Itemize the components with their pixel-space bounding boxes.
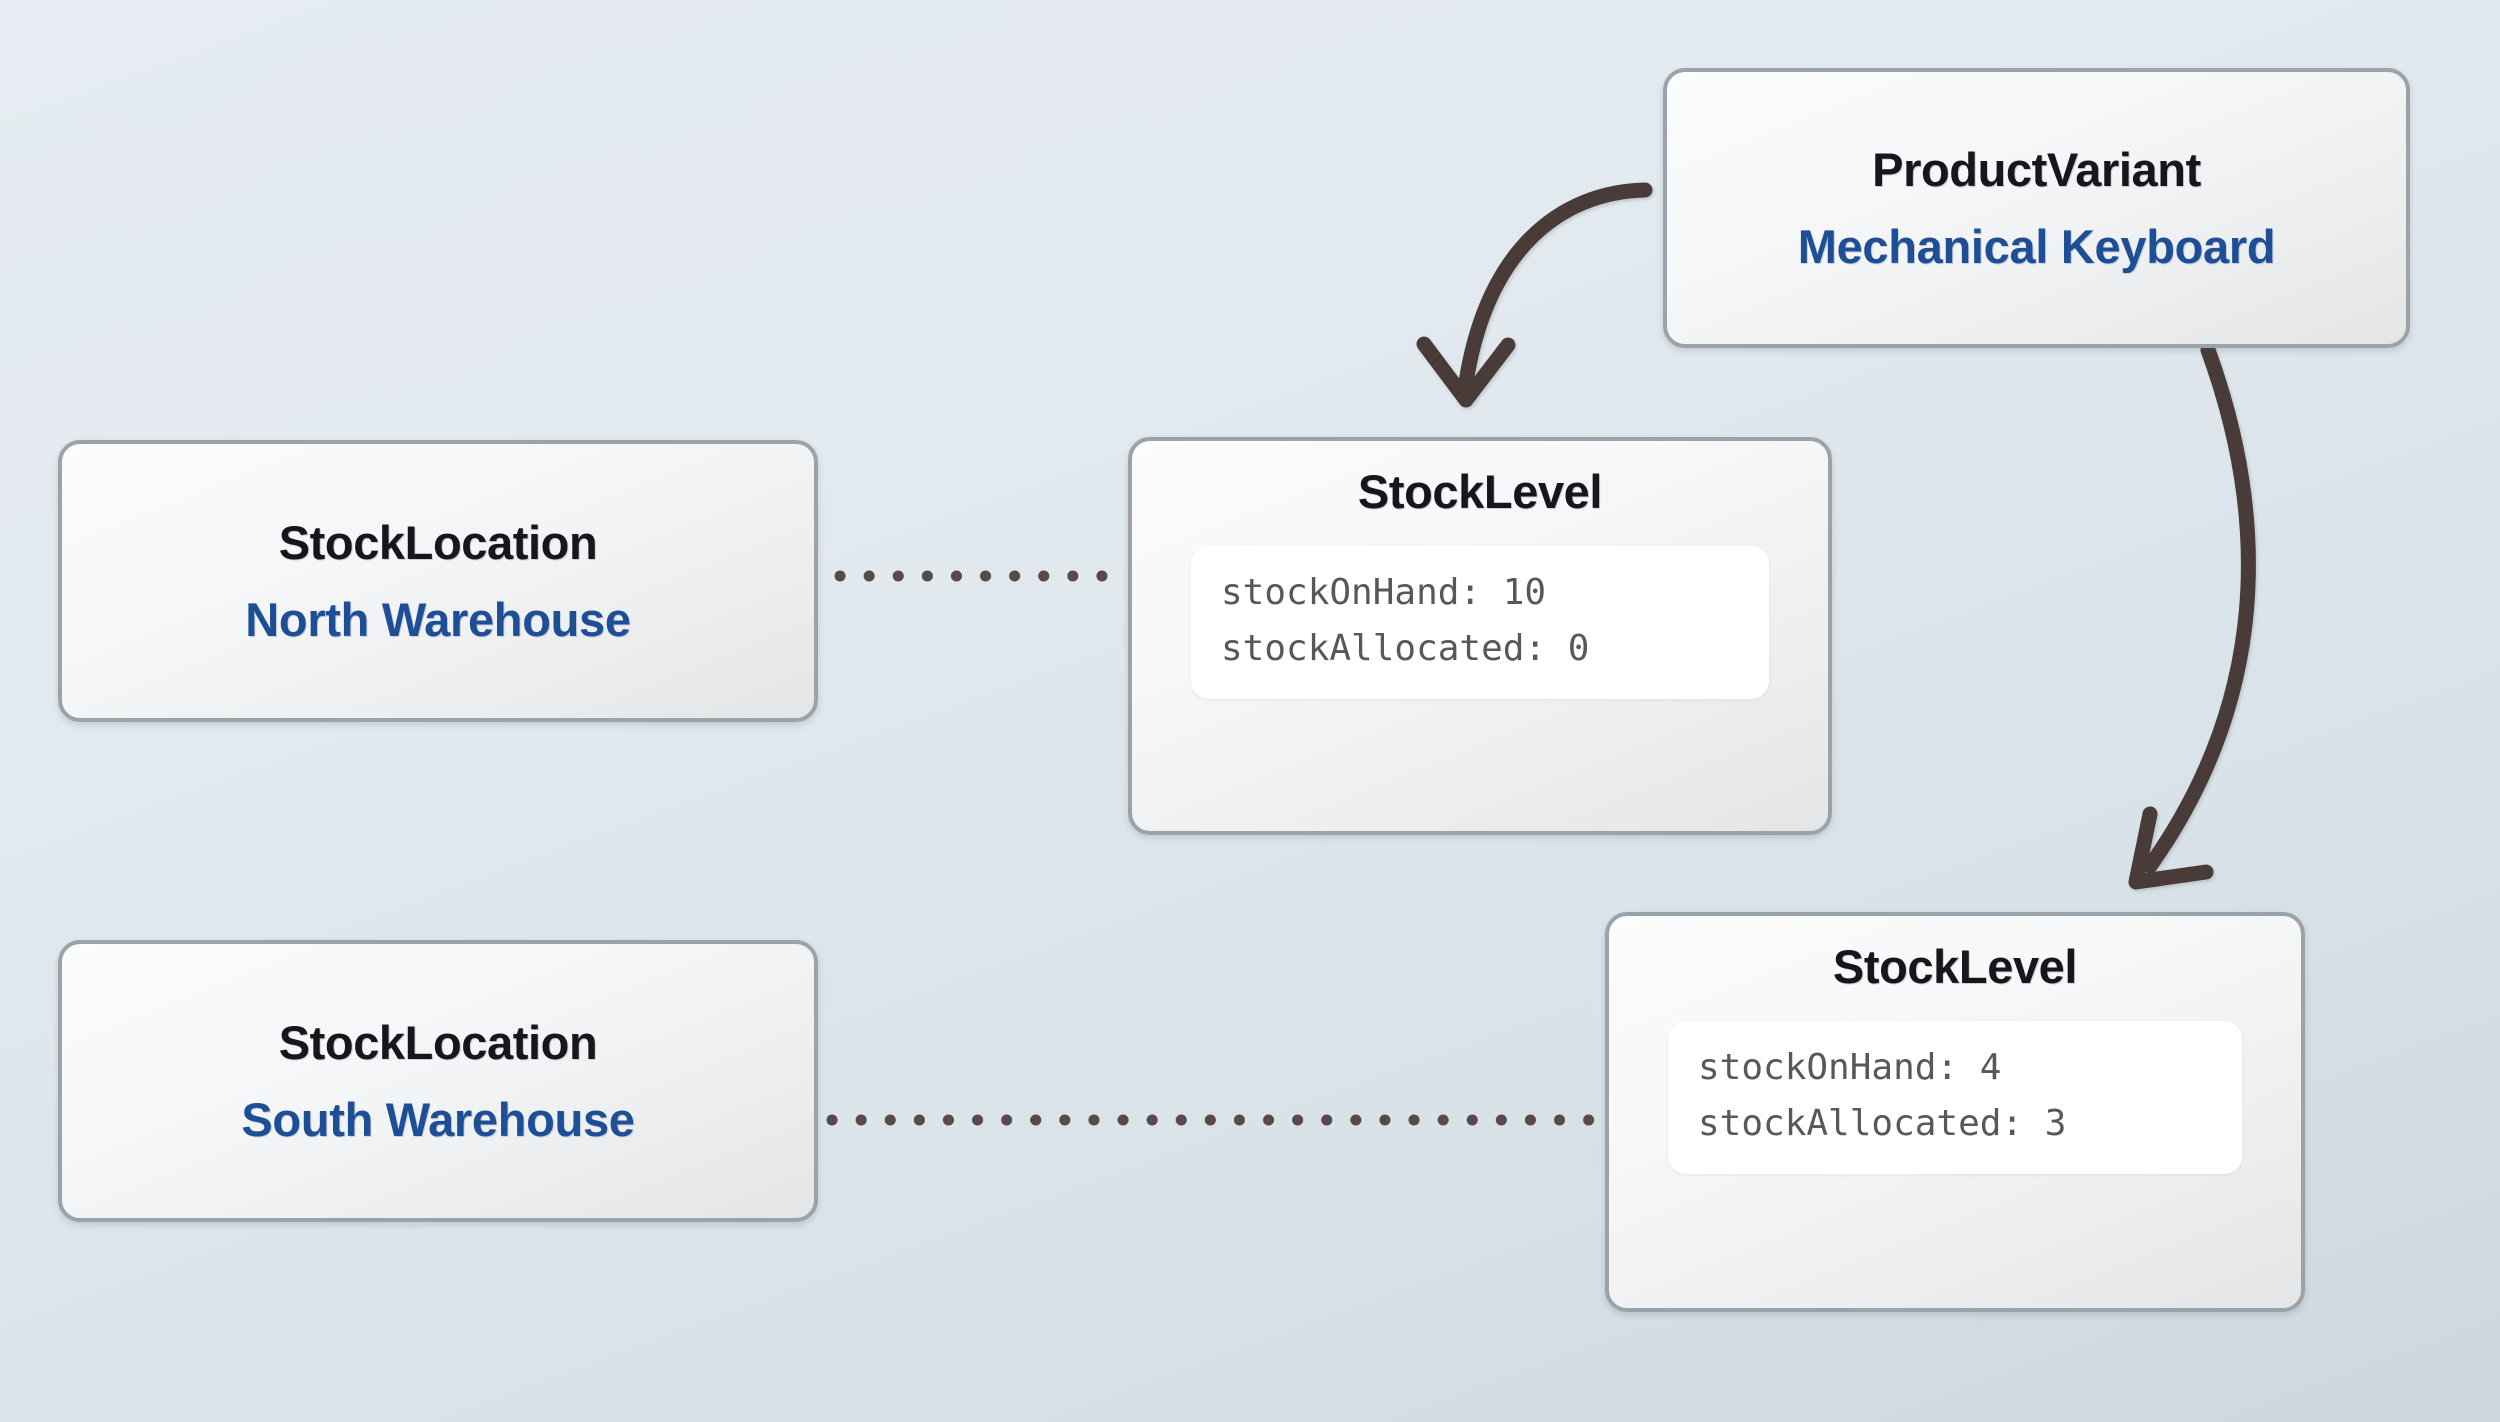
node-stock-location-south-type: StockLocation [278,1015,598,1069]
stock-level-north-stock-on-hand: stockOnHand: 10 [1221,572,1547,614]
edge-variant-to-stocklevel-south [2128,342,2256,890]
stock-level-south-stock-on-hand: stockOnHand: 4 [1698,1047,2002,1089]
stock-level-south-stock-allocated: stockAllocated: 3 [1698,1103,2067,1145]
node-stock-location-north-type: StockLocation [278,515,598,569]
node-stock-location-north[interactable]: StockLocation North Warehouse [58,440,818,722]
stock-level-north-stock-allocated: stockAllocated: 0 [1221,628,1590,670]
node-stock-level-south-type: StockLevel [1832,940,2078,993]
node-product-variant-type: ProductVariant [1872,142,2201,196]
node-product-variant-name: Mechanical Keyboard [1797,220,2276,273]
stock-level-north-detail-panel: stockOnHand: 10 stockAllocated: 0 [1191,546,1769,699]
node-stock-location-south[interactable]: StockLocation South Warehouse [58,940,818,1222]
node-stock-location-north-name: North Warehouse [245,593,631,646]
node-stock-level-north-type: StockLevel [1357,465,1603,518]
node-product-variant[interactable]: ProductVariant Mechanical Keyboard [1663,68,2410,348]
stock-level-south-detail-panel: stockOnHand: 4 stockAllocated: 3 [1668,1021,2242,1174]
edge-variant-to-stocklevel-north [1416,182,1653,408]
node-stock-level-south[interactable]: StockLevel stockOnHand: 4 stockAllocated… [1605,912,2305,1312]
node-stock-level-north[interactable]: StockLevel stockOnHand: 10 stockAllocate… [1128,437,1832,835]
node-stock-location-south-name: South Warehouse [241,1093,635,1146]
